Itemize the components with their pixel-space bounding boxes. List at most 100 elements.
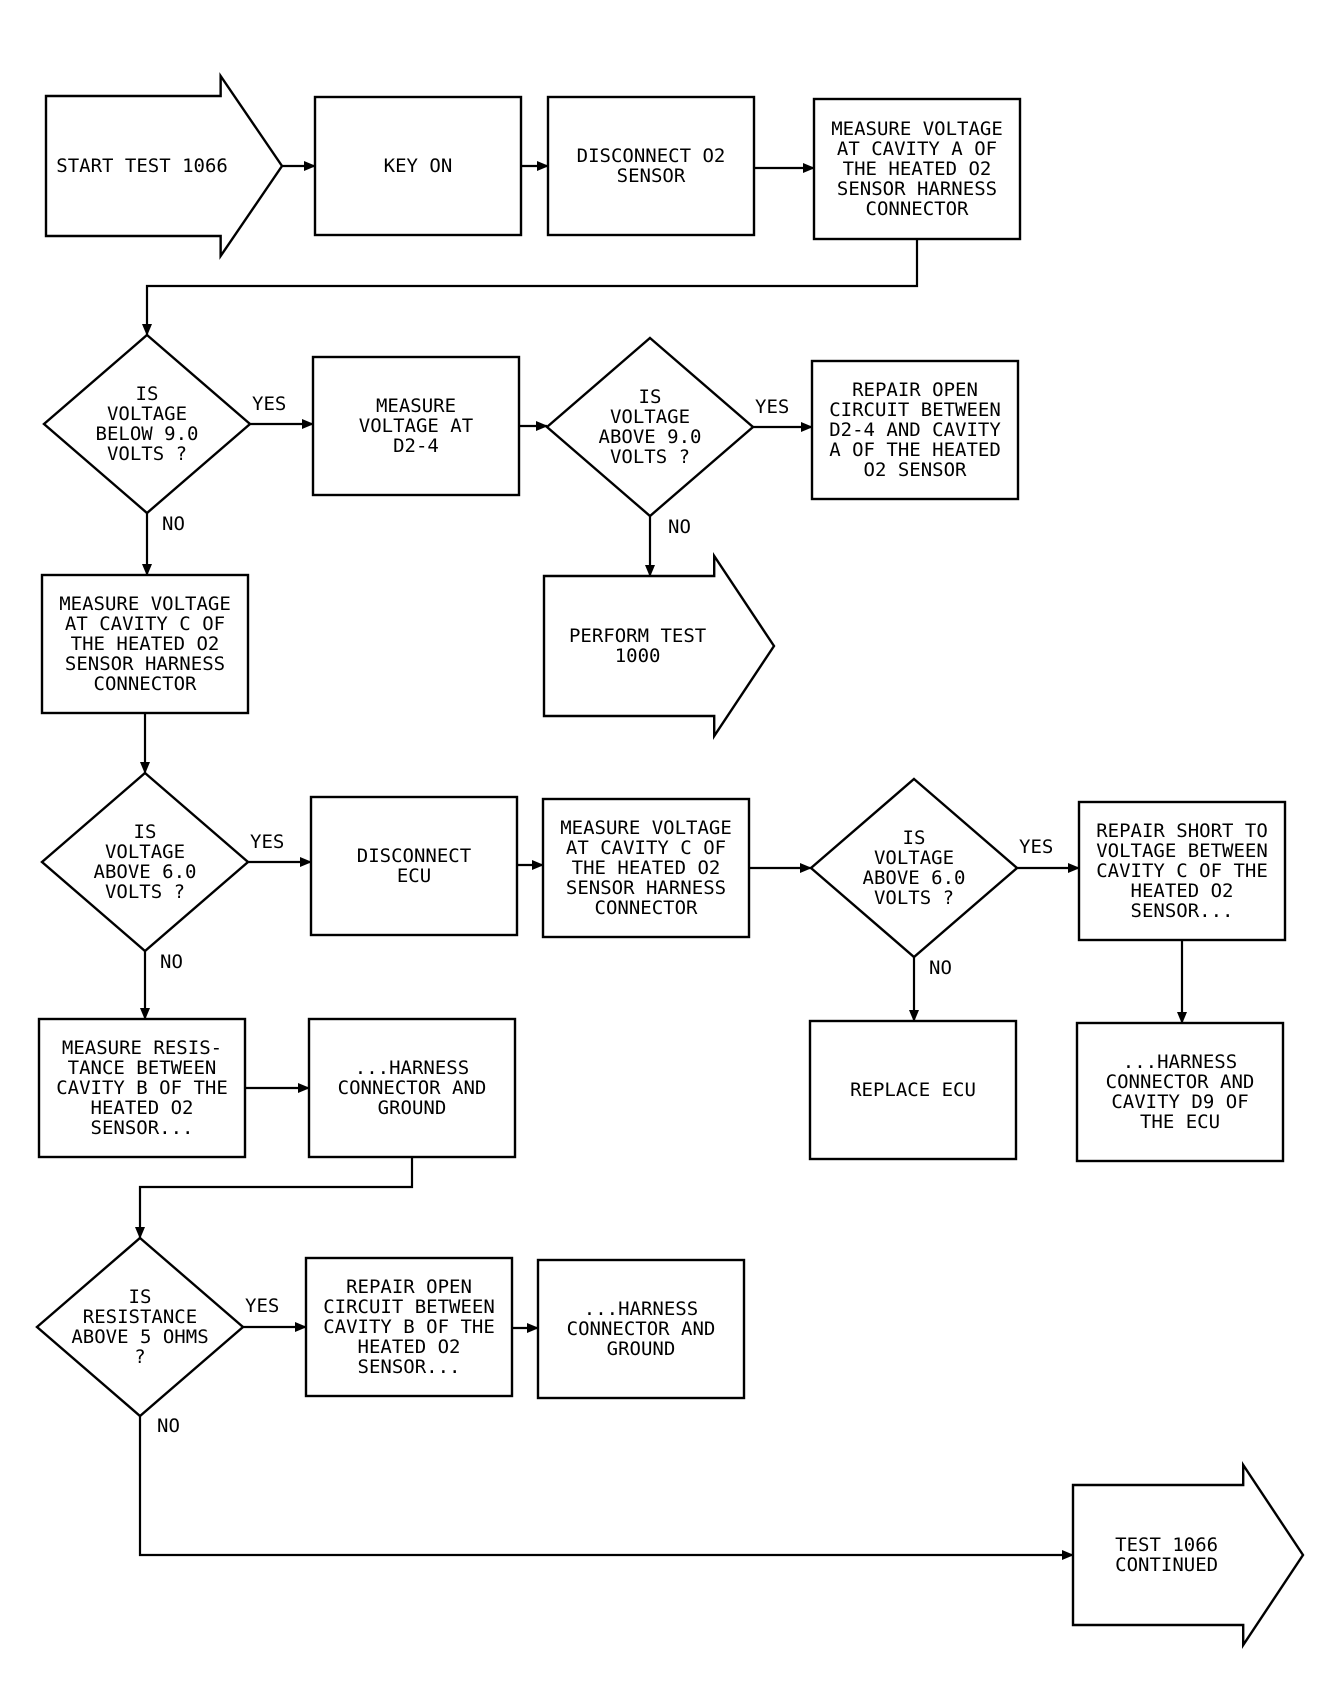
node-label-line: HEATED O2 bbox=[91, 1097, 194, 1119]
node-label-line: VOLTS ? bbox=[874, 887, 954, 909]
connector-label: NO bbox=[929, 957, 952, 979]
node-label-line: VOLTAGE bbox=[610, 406, 690, 428]
node-label-line: CONNECTOR bbox=[595, 897, 699, 919]
node-label-line: MEASURE VOLTAGE bbox=[560, 817, 732, 839]
connector-label: YES bbox=[250, 831, 284, 853]
node-label-line: SENSOR bbox=[617, 165, 686, 187]
node-label-line: IS bbox=[134, 821, 157, 843]
node-label-line: CONNECTOR bbox=[94, 673, 198, 695]
node-label-line: ? bbox=[134, 1346, 145, 1368]
connector-label: NO bbox=[162, 513, 185, 535]
node-label-line: ABOVE 6.0 bbox=[94, 861, 197, 883]
node-label-line: ECU bbox=[397, 865, 431, 887]
node-label-line: SENSOR... bbox=[358, 1356, 461, 1378]
node-label-line: SENSOR HARNESS bbox=[65, 653, 225, 675]
node-label-line: IS bbox=[903, 827, 926, 849]
node-label-line: START TEST 1066 bbox=[56, 155, 228, 177]
connector-q-above-6-2-to-replace-ecu: NO bbox=[909, 957, 952, 1022]
node-harness-ground-1-shape bbox=[307, 1017, 517, 1159]
connector-line bbox=[135, 1157, 414, 1239]
node-label-line: KEY ON bbox=[384, 155, 453, 177]
node-label-line: GROUND bbox=[607, 1338, 676, 1360]
node-label-line: A OF THE HEATED bbox=[829, 439, 1001, 461]
node-label-line: 1000 bbox=[615, 645, 661, 667]
node-label-line: VOLTAGE AT bbox=[359, 415, 473, 437]
node-label-line: MEASURE VOLTAGE bbox=[831, 118, 1003, 140]
node-disconnect-ecu-shape bbox=[309, 795, 519, 937]
node-label-line: IS bbox=[639, 386, 662, 408]
node-label-line: AT CAVITY C OF bbox=[566, 837, 726, 859]
connector-label: NO bbox=[668, 516, 691, 538]
node-label-line: VOLTS ? bbox=[105, 881, 185, 903]
node-label-line: VOLTS ? bbox=[610, 446, 690, 468]
connector-q-res-5-to-continued: NO bbox=[138, 1415, 1074, 1560]
node-label-line: ABOVE 6.0 bbox=[863, 867, 966, 889]
connector-label: NO bbox=[157, 1415, 180, 1437]
node-q-above-6-2-shape bbox=[809, 777, 1019, 959]
node-label-line: MEASURE VOLTAGE bbox=[59, 593, 231, 615]
node-label-line: REPLACE ECU bbox=[850, 1079, 976, 1101]
node-measure-c-1-shape bbox=[40, 573, 250, 715]
connector-q-above-6-1-to-disconnect-ecu: YES bbox=[248, 831, 312, 867]
node-label-line: O2 SENSOR bbox=[864, 459, 968, 481]
connector-q-above-6-1-to-measure-res: NO bbox=[140, 951, 183, 1020]
node-start-shape bbox=[44, 72, 284, 260]
node-label-line: THE ECU bbox=[1140, 1111, 1220, 1133]
connector-q-above-9-to-perform-1000: NO bbox=[645, 516, 691, 577]
connector-line bbox=[138, 1416, 1074, 1560]
node-label-line: VOLTS ? bbox=[107, 443, 187, 465]
connector-q-res-5-to-repair-open-b: YES bbox=[243, 1295, 307, 1332]
node-label-line: THE HEATED O2 bbox=[572, 857, 721, 879]
node-label-line: VOLTAGE bbox=[107, 403, 187, 425]
node-label-line: CAVITY D9 OF bbox=[1111, 1091, 1248, 1113]
node-label-line: HEATED O2 bbox=[1131, 880, 1234, 902]
node-label-line: CAVITY B OF THE bbox=[323, 1316, 495, 1338]
node-label-line: CONTINUED bbox=[1115, 1554, 1218, 1576]
connector-harness-ground-1-to-q-res-5 bbox=[135, 1157, 414, 1239]
node-key-on: KEY ON bbox=[313, 95, 523, 237]
node-label-line: ...HARNESS bbox=[1123, 1051, 1237, 1073]
node-label-line: GROUND bbox=[378, 1097, 447, 1119]
node-label-line: SENSOR... bbox=[91, 1117, 194, 1139]
node-label-line: THE HEATED O2 bbox=[71, 633, 220, 655]
node-harness-ground-2-shape bbox=[536, 1258, 746, 1400]
node-label-line: IS bbox=[129, 1286, 152, 1308]
node-label-line: CONNECTOR AND bbox=[338, 1077, 487, 1099]
node-label-line: CONNECTOR AND bbox=[1106, 1071, 1255, 1093]
node-label-line: SENSOR... bbox=[1131, 900, 1234, 922]
node-measure-res-shape bbox=[37, 1017, 247, 1159]
node-label-line: D2-4 bbox=[393, 435, 439, 457]
connector-label: NO bbox=[160, 951, 183, 973]
node-label-line: REPAIR SHORT TO bbox=[1096, 820, 1268, 842]
node-label-line: DISCONNECT bbox=[357, 845, 471, 867]
node-label-line: VOLTAGE BETWEEN bbox=[1096, 840, 1268, 862]
node-label-line: THE HEATED O2 bbox=[843, 158, 992, 180]
node-label-line: MEASURE RESIS- bbox=[62, 1037, 222, 1059]
connector-q-below-9-to-measure-c-1: NO bbox=[142, 513, 185, 576]
node-replace-ecu: REPLACE ECU bbox=[808, 1019, 1018, 1161]
node-label-line: TANCE BETWEEN bbox=[68, 1057, 217, 1079]
node-q-res-5-shape bbox=[35, 1236, 245, 1418]
connector-label: YES bbox=[245, 1295, 279, 1317]
node-label-line: REPAIR OPEN bbox=[346, 1276, 472, 1298]
node-perform-1000-shape bbox=[542, 552, 776, 740]
node-measure-a-shape bbox=[812, 97, 1022, 241]
connector-q-below-9-to-measure-d2-4: YES bbox=[250, 393, 314, 429]
node-label-line: VOLTAGE bbox=[105, 841, 185, 863]
connector-q-above-6-2-to-repair-short: YES bbox=[1017, 836, 1080, 873]
